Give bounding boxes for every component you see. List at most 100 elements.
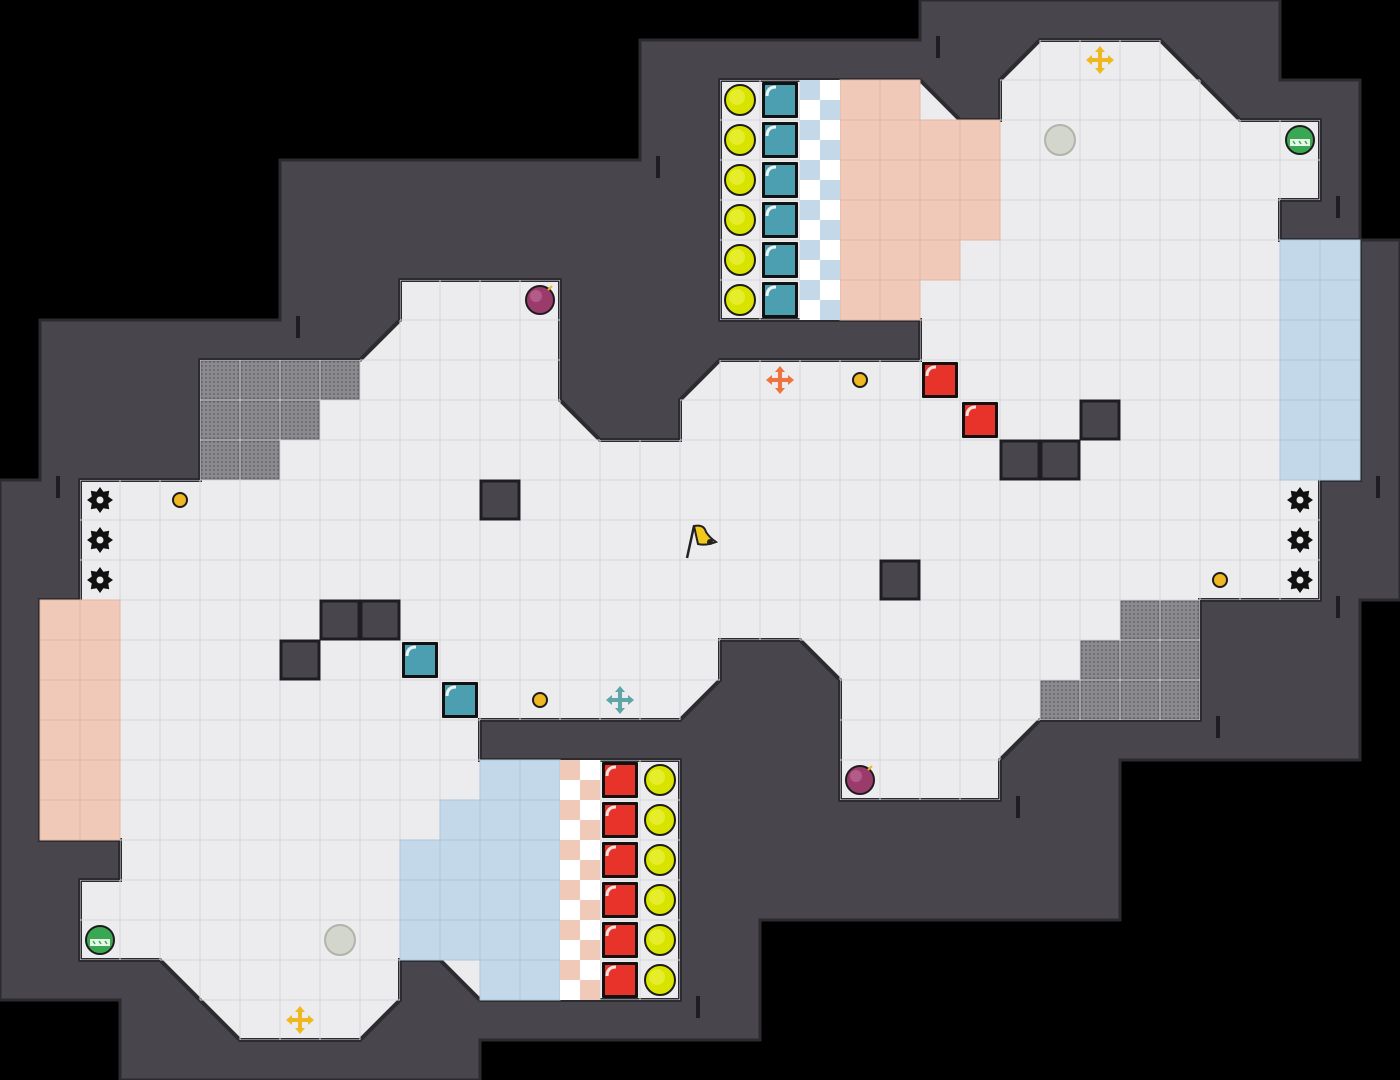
teal-block-icon[interactable] xyxy=(762,242,798,278)
checker-cell xyxy=(800,280,820,300)
peach-zone-tile xyxy=(919,239,961,281)
red-block-icon[interactable] xyxy=(962,402,998,438)
yellow-ball-icon[interactable] xyxy=(644,844,676,876)
red-block-icon[interactable] xyxy=(922,362,958,398)
checker-cell xyxy=(560,940,580,960)
wall-pillar xyxy=(879,559,921,601)
mesh-grate xyxy=(200,400,240,440)
peach-zone-tile xyxy=(919,159,961,201)
peach-zone-tile xyxy=(879,199,921,241)
move-arrows-orange-icon[interactable] xyxy=(766,366,794,394)
yellow-ball-icon[interactable] xyxy=(644,804,676,836)
gold-coin-icon[interactable] xyxy=(172,492,188,508)
purple-bomb-icon[interactable] xyxy=(525,285,555,315)
arrow-head xyxy=(775,388,785,394)
red-block-icon[interactable] xyxy=(602,962,638,998)
red-block-icon[interactable] xyxy=(602,882,638,918)
flag-knot xyxy=(707,539,713,545)
yellow-ball-icon[interactable] xyxy=(724,204,756,236)
bomb-fuse xyxy=(547,285,553,291)
checker-cell xyxy=(820,100,840,120)
yellow-ball-icon[interactable] xyxy=(724,284,756,316)
checker-cell xyxy=(800,220,820,240)
spike-gear-icon xyxy=(87,527,113,553)
yellow-ball-icon[interactable] xyxy=(724,244,756,276)
wall-pillar xyxy=(1079,399,1121,441)
checker-cell xyxy=(820,300,840,320)
yellow-ball-icon[interactable] xyxy=(644,884,676,916)
yellow-ball-icon[interactable] xyxy=(644,764,676,796)
green-bot-icon[interactable] xyxy=(85,925,115,955)
yellow-ball-shine xyxy=(729,89,745,105)
teal-block-icon[interactable] xyxy=(762,82,798,118)
yellow-flag-icon[interactable] xyxy=(685,524,719,559)
gold-coin-icon[interactable] xyxy=(852,372,868,388)
item-layer xyxy=(85,46,1315,1034)
wall-pillar xyxy=(359,599,401,641)
red-block-icon[interactable] xyxy=(602,802,638,838)
gold-coin-icon[interactable] xyxy=(1212,572,1228,588)
purple-bomb-icon[interactable] xyxy=(845,765,875,795)
teal-block-icon[interactable] xyxy=(402,642,438,678)
checker-cell xyxy=(820,120,840,140)
peach-zone-tile xyxy=(39,679,81,721)
teal-block-icon[interactable] xyxy=(442,682,478,718)
checker-cell xyxy=(580,860,600,880)
peach-zone-tile xyxy=(79,639,121,681)
checker-cell xyxy=(580,840,600,860)
teal-block-icon-shine xyxy=(405,645,417,657)
red-block-icon-shine xyxy=(605,965,617,977)
blue-zone-tile xyxy=(479,879,521,921)
checker-cell xyxy=(560,780,580,800)
bomb-shine xyxy=(850,770,862,782)
teal-block-icon-shine xyxy=(765,125,777,137)
blue-zone-tile xyxy=(479,839,521,881)
teal-block-icon[interactable] xyxy=(762,122,798,158)
move-arrows-yellow-icon[interactable] xyxy=(1086,46,1114,74)
red-block-icon[interactable] xyxy=(602,762,638,798)
arrow-head xyxy=(295,1006,305,1012)
red-block-icon[interactable] xyxy=(602,842,638,878)
arrow-head xyxy=(615,686,625,692)
yellow-ball-icon[interactable] xyxy=(724,84,756,116)
red-block-icon[interactable] xyxy=(602,922,638,958)
teal-block-icon[interactable] xyxy=(762,282,798,318)
green-bot-icon[interactable] xyxy=(1285,125,1315,155)
gold-coin-icon[interactable] xyxy=(532,692,548,708)
checker-layer xyxy=(560,80,840,1000)
blue-zone-tile xyxy=(1319,399,1361,441)
peach-zone-tile xyxy=(959,159,1001,201)
checker-cell xyxy=(800,140,820,160)
move-arrows-yellow-icon[interactable] xyxy=(286,1006,314,1034)
bot-teeth xyxy=(92,940,108,945)
blue-zone-tile xyxy=(519,879,561,921)
mesh-grate xyxy=(240,400,280,440)
arrow-head xyxy=(788,375,794,385)
blue-zone-tile xyxy=(399,919,441,961)
grey-pressure-pad[interactable] xyxy=(1044,124,1076,156)
grey-pressure-pad[interactable] xyxy=(324,924,356,956)
checker-cell xyxy=(820,260,840,280)
peach-zone-tile xyxy=(879,119,921,161)
yellow-ball-icon[interactable] xyxy=(644,924,676,956)
blue-zone-tile xyxy=(1319,439,1361,481)
red-block-icon-shine xyxy=(605,925,617,937)
yellow-ball-icon[interactable] xyxy=(724,164,756,196)
move-arrows-teal-icon[interactable] xyxy=(606,686,634,714)
mesh-grate xyxy=(200,440,240,480)
teal-block-icon-shine xyxy=(445,685,457,697)
teal-block-icon-shine xyxy=(765,245,777,257)
spike-gear-icon xyxy=(1287,487,1313,513)
peach-zone-tile xyxy=(79,799,121,841)
arrow-head xyxy=(775,366,785,372)
arrow-head xyxy=(286,1015,292,1025)
peach-zone-tile xyxy=(879,279,921,321)
arrow-head xyxy=(628,695,634,705)
checker-cell xyxy=(580,960,600,980)
yellow-ball-icon[interactable] xyxy=(644,964,676,996)
teal-block-icon[interactable] xyxy=(762,162,798,198)
yellow-ball-icon[interactable] xyxy=(724,124,756,156)
peach-zone-tile xyxy=(839,279,881,321)
checker-cell xyxy=(800,180,820,200)
teal-block-icon[interactable] xyxy=(762,202,798,238)
